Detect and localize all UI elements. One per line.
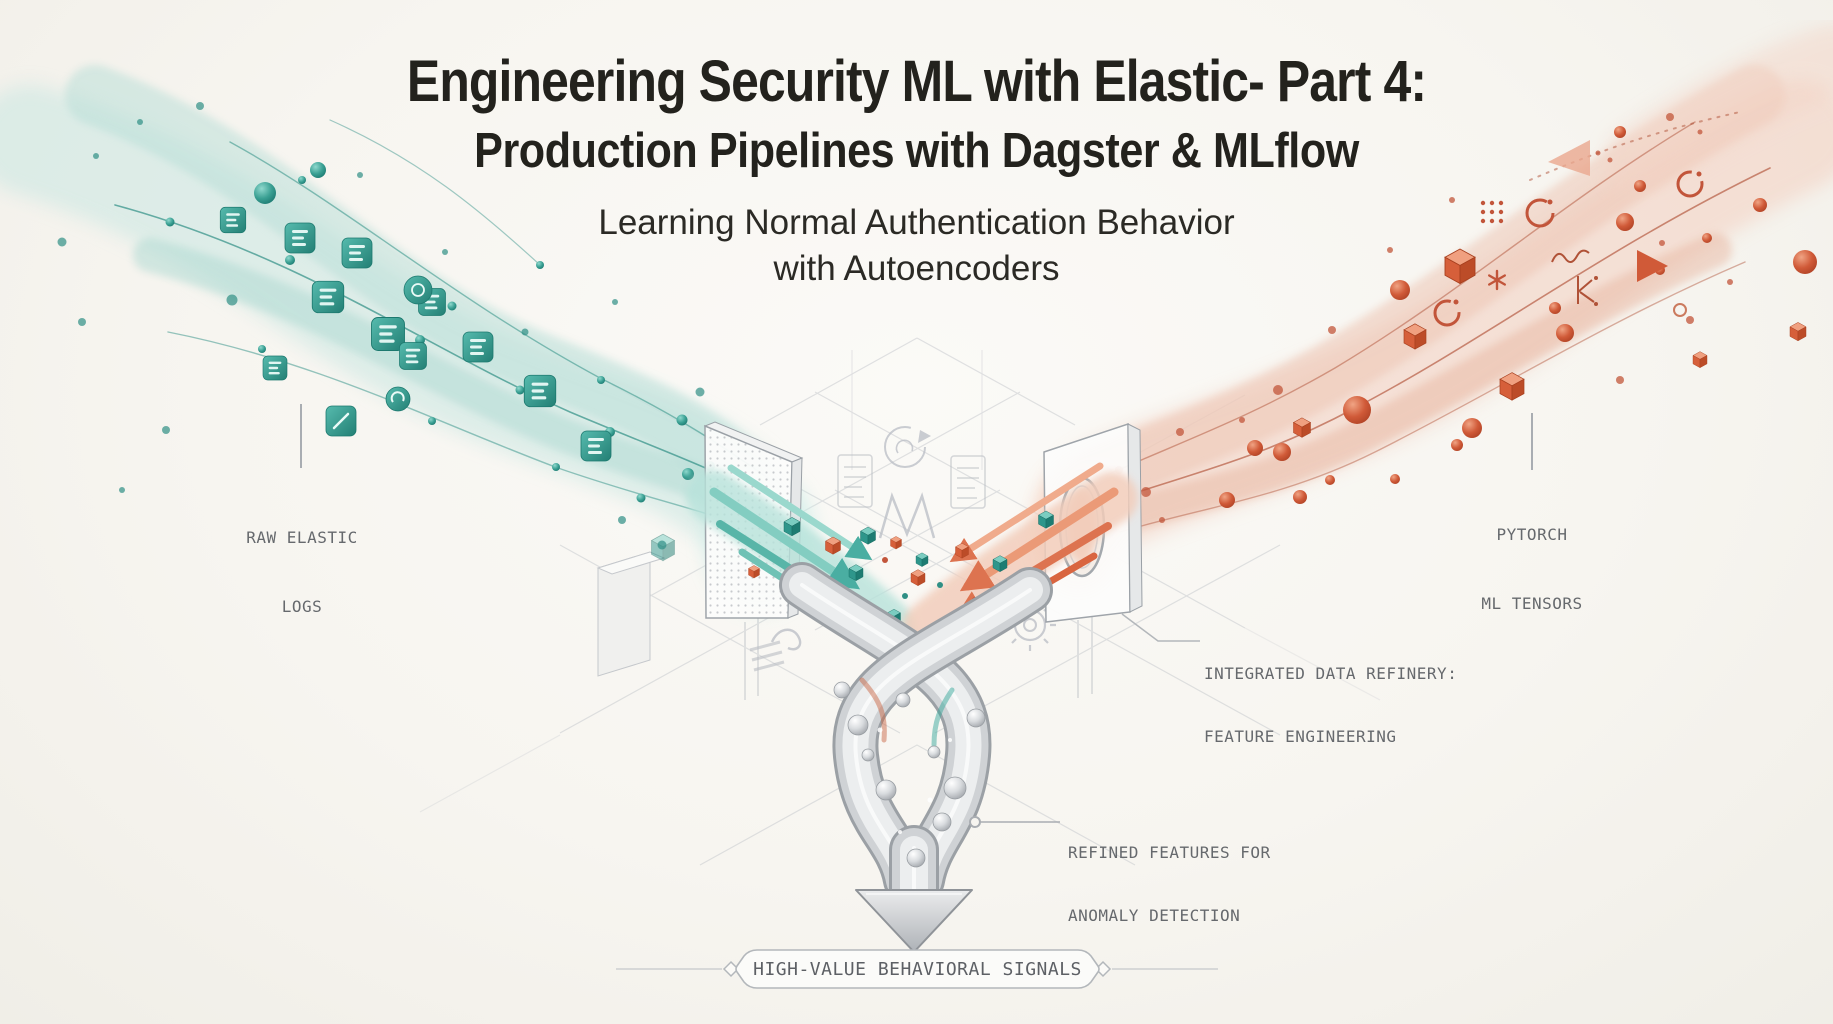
squiggle-icon [1551, 249, 1590, 263]
ring-icons [1433, 170, 1704, 327]
faded-triangle-icon [1548, 140, 1590, 176]
page-subtitle: Learning Normal Authentication Behavior … [0, 200, 1833, 292]
tensor-cube-icon [1789, 322, 1807, 342]
scatter-dots-teal [57, 102, 705, 550]
ring-icon [1676, 170, 1704, 198]
label-connectors [300, 404, 1533, 828]
dot-grid-icon [1480, 200, 1504, 224]
log-document-icon [399, 342, 427, 370]
raw-elastic-logs-label: RAW ELASTIC LOGS [246, 528, 358, 616]
page-title-line1: Engineering Security ML with Elastic- Pa… [406, 49, 1427, 114]
document-outline-icon [837, 454, 873, 508]
feature-cube-icon [910, 569, 926, 586]
tensor-cube-icon [1692, 351, 1708, 368]
scribble-icon [770, 628, 802, 651]
down-arrow-icon [855, 889, 973, 953]
teal-node-spheres [165, 162, 715, 503]
refresh-circle-icon [385, 386, 411, 412]
signal-spheres [833, 681, 986, 868]
log-document-icon [262, 355, 288, 381]
log-document-icons [219, 206, 612, 462]
ring-icon [1433, 299, 1461, 327]
log-document-icon [370, 316, 406, 352]
page-subtitle-line1: Learning Normal Authentication Behavior [598, 203, 1235, 242]
at-circle-icon [403, 275, 433, 305]
feature-cube-icon [915, 552, 929, 567]
merged-signal-arrow [779, 562, 1053, 953]
pencil-icon [325, 405, 357, 437]
left-pedestal [596, 533, 675, 677]
log-document-icon [523, 374, 557, 408]
diamond-end-icon [722, 960, 740, 978]
integrated-data-refinery-label: INTEGRATED DATA REFINERY: FEATURE ENGINE… [1204, 664, 1458, 746]
raw-elastic-logs-stream [0, 65, 785, 550]
pytorch-tensors-stream [1050, 25, 1833, 553]
log-document-icon [580, 430, 612, 462]
small-ring-icon [1673, 303, 1687, 317]
cycle-arrow-icon [884, 426, 931, 468]
ring-icon [1525, 198, 1555, 228]
stripe-marks [749, 640, 785, 672]
banner-ribbon [735, 949, 1100, 989]
zigzag-mark-icon [878, 492, 936, 539]
output-banner [616, 949, 1218, 989]
high-value-signals-label: HIGH-VALUE BEHAVIORAL SIGNALS [753, 959, 1082, 980]
page-subtitle-line2: with Autoencoders [773, 249, 1060, 288]
pytorch-ml-tensors-label: PYTORCH ML TENSORS [1481, 525, 1583, 613]
scatter-dots-orange [1115, 113, 1733, 523]
header: Engineering Security ML with Elastic- Pa… [0, 0, 1833, 292]
flower-node-icon [1488, 269, 1506, 291]
refined-features-label: REFINED FEATURES FOR ANOMALY DETECTION [1068, 843, 1271, 925]
k-glyph-icon [1577, 276, 1598, 306]
feature-cube-icon [890, 536, 902, 550]
document-outline-icon [950, 455, 986, 509]
log-document-icon [462, 331, 494, 363]
play-triangle-icon [1637, 250, 1668, 282]
page-title-line2: Production Pipelines with Dagster & MLfl… [474, 124, 1359, 178]
